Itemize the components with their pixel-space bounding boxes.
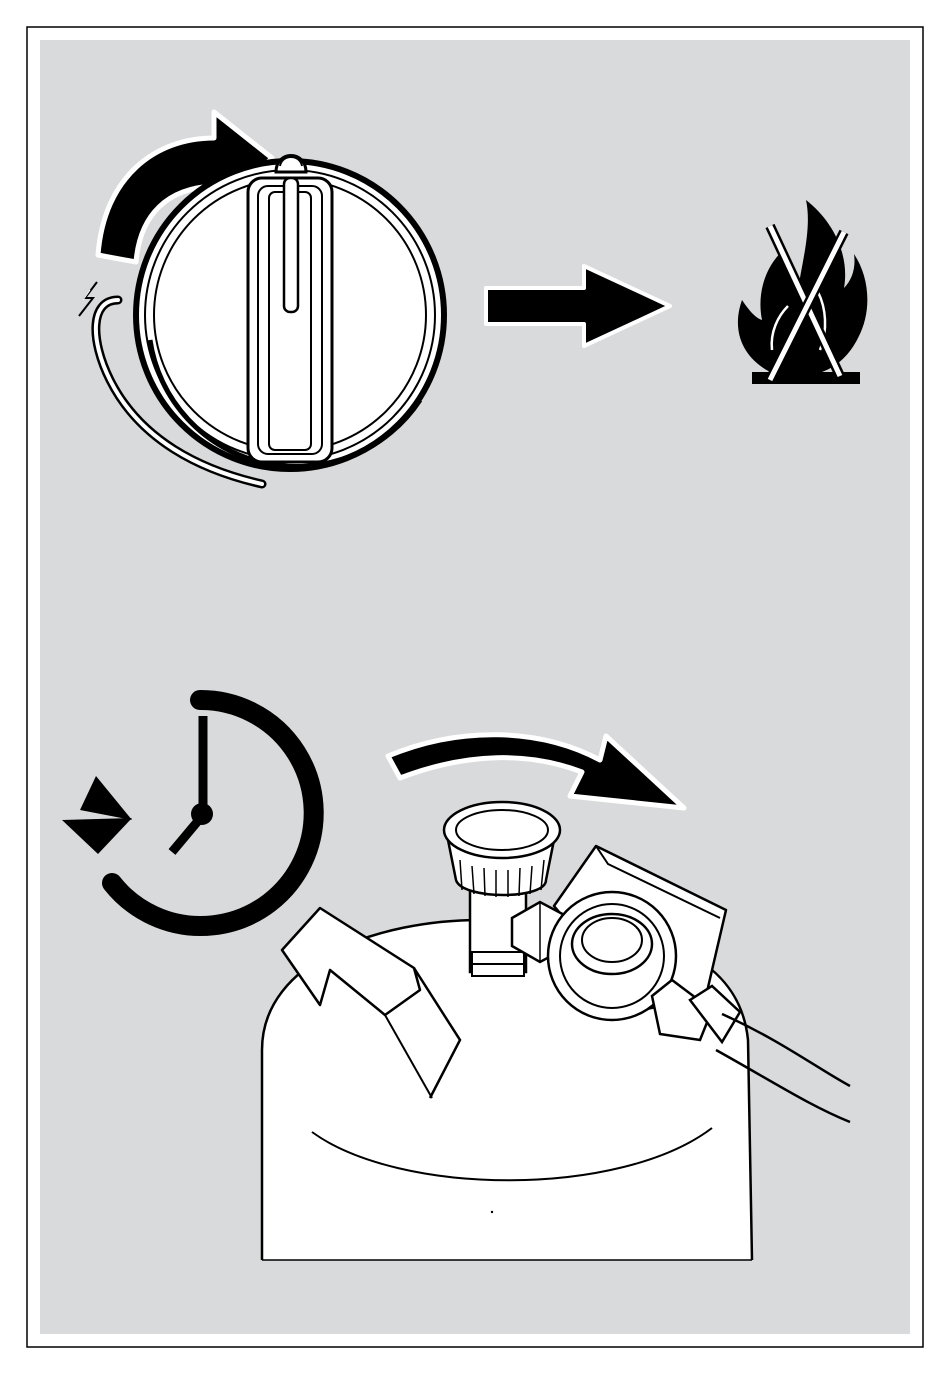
control-knob xyxy=(136,156,444,470)
speck xyxy=(491,1211,493,1213)
